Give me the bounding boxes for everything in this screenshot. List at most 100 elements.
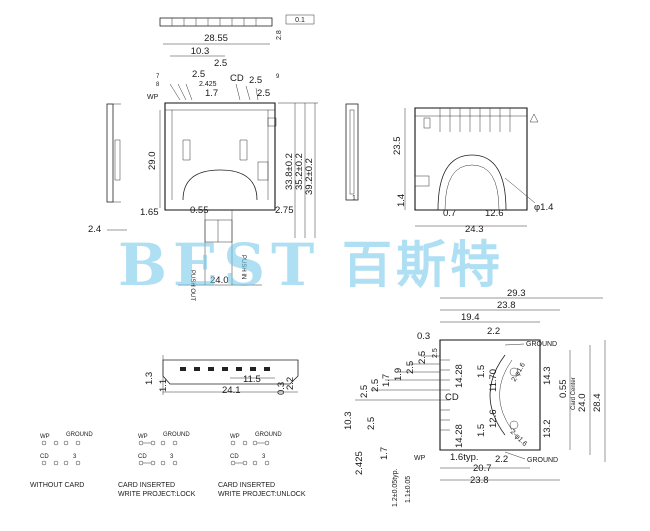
- svg-text:3: 3: [262, 454, 266, 460]
- dim-2-5-b: 2.5: [192, 69, 205, 80]
- svg-text:WP: WP: [138, 434, 148, 440]
- svg-text:2.5: 2.5: [370, 379, 381, 392]
- svg-text:2.5: 2.5: [359, 385, 370, 398]
- push-in-label: PUSH IN: [240, 255, 246, 279]
- flatness-value: 0.1: [295, 17, 305, 24]
- dim-19-4: 19.4: [461, 312, 480, 323]
- dim-24-1: 24.1: [222, 385, 241, 396]
- svg-text:2.5: 2.5: [417, 351, 428, 364]
- dim-28-4: 28.4: [592, 394, 603, 413]
- svg-text:WP: WP: [40, 434, 50, 440]
- svg-text:11.70: 11.70: [488, 369, 499, 392]
- svg-text:CD: CD: [230, 454, 239, 460]
- dim-0-55: 0.55: [190, 205, 209, 216]
- dim-2-5-a: 2.5: [214, 58, 227, 69]
- svg-text:1.9: 1.9: [393, 368, 404, 381]
- dim-2-2-top: 2.2: [487, 326, 500, 337]
- dim-24-0-right: 24.0: [577, 394, 588, 413]
- wp-label: WP: [147, 94, 159, 101]
- dim-11-5: 11.5: [243, 374, 261, 385]
- dim-1-6typ: 1.6typ.: [450, 452, 479, 463]
- card-center-label: Card Center: [571, 377, 577, 410]
- svg-text:9: 9: [276, 74, 280, 80]
- switch-diagram-unlock: WP GROUND CD 3 CARD INSERTED WRITE PROJE…: [218, 432, 306, 498]
- svg-text:GROUND: GROUND: [66, 432, 93, 438]
- cd-bottom-label: CD: [445, 392, 459, 403]
- svg-text:2.5: 2.5: [432, 348, 439, 358]
- dim-12-6: 12.6: [485, 208, 504, 219]
- left-profile-view: 2.4: [88, 103, 127, 235]
- side-body: [162, 359, 299, 385]
- ground-bottom-label: GROUND: [527, 457, 558, 464]
- svg-text:3: 3: [73, 454, 77, 460]
- wp-bottom-label: WP: [414, 455, 426, 462]
- svg-text:12.6: 12.6: [488, 410, 499, 429]
- svg-text:8: 8: [156, 82, 160, 88]
- watermark: BEST 百斯特: [118, 231, 504, 299]
- svg-text:2.425: 2.425: [354, 451, 365, 475]
- front-view: 23.5 1.4 0.7 12.6 24.3 φ1.4 1: [345, 103, 553, 235]
- dim-29-3: 29.3: [507, 288, 526, 299]
- switch-diagram-lock: WP GROUND CD 3 CARD INSERTED WRITE PROJE…: [118, 432, 196, 498]
- switch-title-unlock-1: CARD INSERTED: [218, 482, 275, 489]
- dim-23-8-bottom: 23.8: [470, 475, 489, 486]
- ground-top-label: GROUND: [526, 341, 557, 348]
- svg-text:1.5: 1.5: [476, 424, 487, 437]
- dim-0-7: 0.7: [443, 208, 456, 219]
- svg-text:2-φ1.6: 2-φ1.6: [509, 428, 529, 448]
- dim-2-2: 2.2: [285, 377, 296, 390]
- dim-1-3: 1.3: [144, 372, 155, 385]
- dim-24-0: 24.0: [210, 275, 229, 286]
- switch-title-lock-1: CARD INSERTED: [118, 482, 175, 489]
- dim-1-1: 1.1: [158, 379, 169, 392]
- bottom-view: 29.3 23.8 19.4 2.2 0.3 GROUND 10.3 2.5 2…: [343, 288, 606, 507]
- svg-text:1.7: 1.7: [379, 447, 390, 460]
- dim-0-3: 0.3: [276, 382, 287, 395]
- dim-28-55: 28.55: [204, 33, 228, 44]
- dim-10-3: 10.3: [191, 46, 210, 57]
- dim-1-7: 1.7: [205, 88, 218, 99]
- dim-0-3-bottom: 0.3: [417, 331, 430, 342]
- svg-text:2.5: 2.5: [405, 361, 416, 374]
- dim-2-5-d: 2.5: [257, 88, 270, 99]
- dim-24-3: 24.3: [465, 224, 484, 235]
- warning-triangle-icon: [529, 113, 539, 123]
- svg-text:3: 3: [170, 454, 174, 460]
- switch-title-unlock-2: WRITE PROJECT:UNLOCK: [218, 491, 306, 498]
- dim-phi-1-4: φ1.4: [534, 202, 553, 213]
- svg-text:13.2: 13.2: [542, 420, 553, 439]
- dim-1: 1: [352, 195, 356, 202]
- dim-23-5: 23.5: [392, 137, 403, 156]
- svg-text:7: 7: [156, 74, 160, 80]
- dim-2-75: 2.75: [275, 205, 294, 216]
- svg-text:WP: WP: [230, 434, 240, 440]
- dim-35-2: 35.2±0.2: [294, 153, 305, 190]
- svg-text:CD: CD: [138, 454, 147, 460]
- side-view: 1.3 1.1 11.5 24.1 0.3 2.2: [144, 355, 299, 396]
- bottom-body: [439, 339, 541, 451]
- dim-39-2: 39.2±0.2: [304, 158, 315, 195]
- svg-text:GROUND: GROUND: [255, 432, 282, 438]
- cd-label: CD: [230, 73, 244, 84]
- switch-diagram-without-card: WP GROUND CD 3 WITHOUT CARD: [30, 432, 93, 489]
- dim-2-4: 2.4: [88, 224, 101, 235]
- connector-body: [164, 102, 276, 211]
- dim-29-0: 29.0: [147, 152, 158, 171]
- dim-33-8: 33.8±0.2: [284, 153, 295, 190]
- dim-1-65: 1.65: [140, 207, 159, 218]
- tol-1-1: 1.1±0.05: [405, 476, 412, 503]
- dim-14-28-a: 14.28: [454, 364, 465, 388]
- svg-text:1.7: 1.7: [381, 374, 392, 387]
- top-view: 0.1 2.8 28.55 10.3 2.5 2.5 2.425 1.7 2.5…: [140, 14, 318, 301]
- push-out-label: PUSH OUT: [189, 270, 195, 301]
- switch-title-lock-2: WRITE PROJECT:LOCK: [118, 491, 196, 498]
- flatness-frame: [285, 14, 315, 25]
- watermark-cn: 百斯特: [342, 236, 504, 294]
- svg-text:2-φ1.6: 2-φ1.6: [511, 362, 527, 383]
- dim-10-3-left: 10.3: [343, 412, 354, 431]
- dim-20-7: 20.7: [473, 463, 492, 474]
- svg-text:GROUND: GROUND: [163, 432, 190, 438]
- dim-1-4: 1.4: [396, 194, 407, 207]
